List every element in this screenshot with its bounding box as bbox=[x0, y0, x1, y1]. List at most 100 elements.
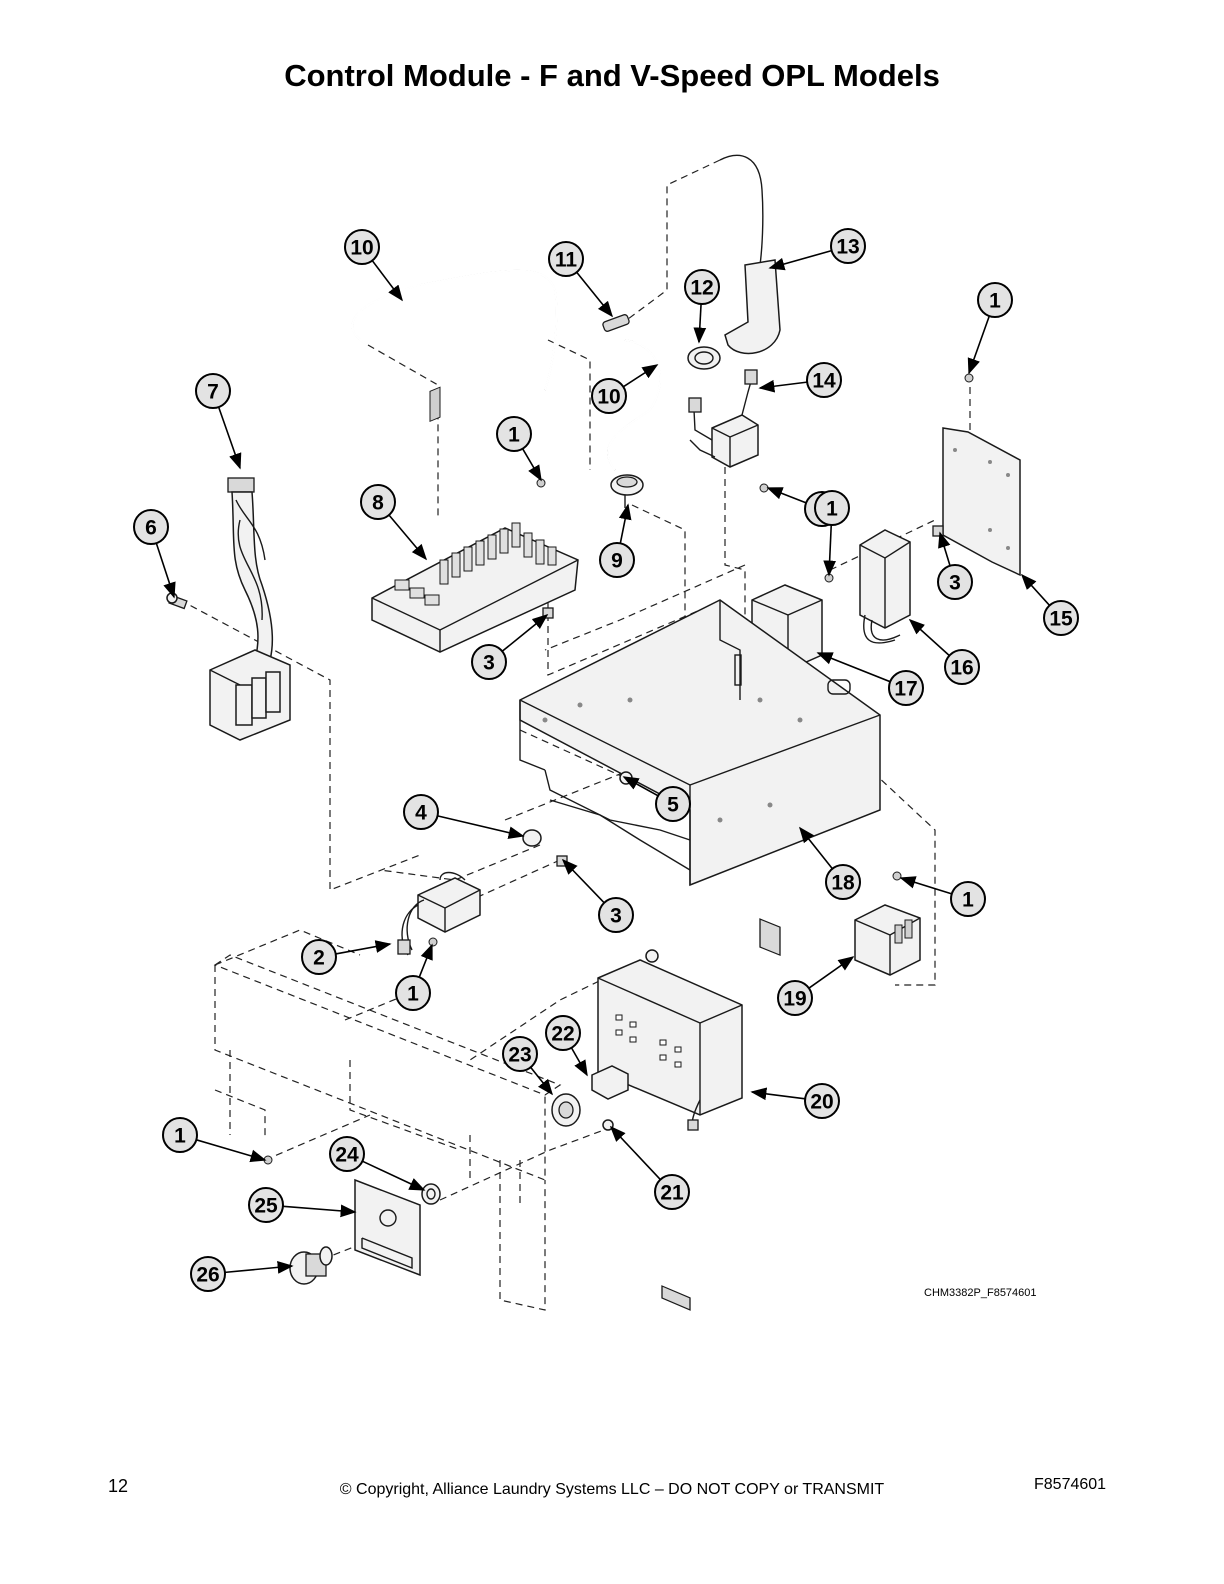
callout-12: 12 bbox=[684, 269, 720, 344]
callout-arrow bbox=[750, 1087, 806, 1101]
part-9-pressure-switch bbox=[610, 474, 644, 508]
callout-circle bbox=[502, 1036, 538, 1072]
callout-14: 14 bbox=[758, 362, 842, 398]
callout-number: 26 bbox=[196, 1264, 219, 1287]
callout-number: 9 bbox=[611, 550, 623, 573]
copyright-notice: © Copyright, Alliance Laundry Systems LL… bbox=[339, 1481, 885, 1498]
part-23-knob bbox=[551, 1093, 581, 1127]
callout-arrow bbox=[576, 271, 614, 318]
callout-number: 1 bbox=[989, 290, 1001, 313]
callout-number: 23 bbox=[508, 1044, 531, 1067]
callout-arrow bbox=[1020, 573, 1051, 606]
part-7-ribbon-cable bbox=[227, 477, 274, 661]
callout-3: 3 bbox=[561, 858, 634, 933]
part-10-tube-inner bbox=[351, 269, 558, 391]
callout-circle bbox=[195, 373, 231, 409]
callout-number: 22 bbox=[551, 1023, 574, 1046]
callout-arrow bbox=[371, 260, 403, 302]
callout-number: 6 bbox=[145, 517, 157, 540]
callout-arrow bbox=[899, 876, 953, 895]
callout-number: 10 bbox=[350, 237, 373, 260]
callout-19: 19 bbox=[777, 956, 855, 1016]
callout-circle bbox=[248, 1187, 284, 1223]
part-10-tube bbox=[351, 269, 558, 391]
part-15-mounting-plate bbox=[942, 427, 1021, 577]
callout-circle bbox=[806, 362, 842, 398]
callout-circle bbox=[545, 1015, 581, 1051]
callout-4: 4 bbox=[403, 794, 525, 839]
callout-arrow bbox=[155, 542, 176, 599]
callout-layer: 1011121311471018169311531617451813211922… bbox=[133, 228, 1079, 1292]
callout-arrow bbox=[693, 303, 707, 344]
callout-circle bbox=[598, 897, 634, 933]
part-25-bracket bbox=[354, 1178, 421, 1277]
callout-number: 1 bbox=[407, 983, 419, 1006]
callout-circle bbox=[655, 786, 691, 822]
document-number: F8574601 bbox=[1034, 1476, 1107, 1493]
callout-10: 10 bbox=[591, 364, 659, 414]
callout-arrow bbox=[282, 1204, 357, 1218]
callout-circle bbox=[1043, 600, 1079, 636]
callout-18: 18 bbox=[799, 826, 861, 900]
callout-1: 1 bbox=[967, 282, 1013, 375]
callout-circle bbox=[599, 542, 635, 578]
part-19-transformer bbox=[854, 904, 921, 976]
callout-2: 2 bbox=[301, 939, 392, 975]
callout-21: 21 bbox=[609, 1125, 690, 1210]
callout-arrow bbox=[823, 524, 837, 577]
callout-arrow bbox=[908, 618, 950, 657]
part-13-hose bbox=[719, 154, 764, 266]
callout-arrow bbox=[768, 249, 832, 271]
callout-arrow bbox=[570, 1047, 588, 1077]
callout-number: 16 bbox=[950, 657, 973, 680]
callout-arrow bbox=[362, 1160, 426, 1191]
callout-number: 3 bbox=[483, 652, 495, 675]
callout-circle bbox=[814, 490, 850, 526]
callout-15: 15 bbox=[1020, 573, 1079, 636]
callout-9: 9 bbox=[599, 503, 635, 578]
callout-circle bbox=[395, 975, 431, 1011]
callout-arrow bbox=[335, 940, 392, 955]
callout-arrow bbox=[437, 815, 525, 839]
callout-25: 25 bbox=[248, 1187, 357, 1223]
callout-arrow bbox=[766, 487, 807, 504]
part-13-hose-body bbox=[724, 259, 781, 355]
part-12-clamp bbox=[687, 346, 721, 370]
callout-circle bbox=[190, 1256, 226, 1292]
callout-circle bbox=[471, 644, 507, 680]
callout-arrow bbox=[561, 858, 605, 904]
callout-circle bbox=[825, 864, 861, 900]
part-10b-tube-inner bbox=[607, 339, 662, 471]
callout-arrow bbox=[967, 315, 991, 375]
callout-number: 12 bbox=[690, 277, 713, 300]
callout-number: 20 bbox=[810, 1091, 833, 1114]
callout-number: 18 bbox=[831, 872, 855, 895]
callout-arrow bbox=[521, 448, 542, 482]
callout-5: 5 bbox=[622, 776, 691, 822]
callout-arrow bbox=[808, 956, 855, 989]
part-3-clip-b bbox=[556, 855, 568, 867]
callout-arrow bbox=[622, 776, 659, 797]
callout-arrow bbox=[618, 503, 632, 544]
part-4-grommet bbox=[522, 829, 542, 847]
part-3-clip-c bbox=[932, 525, 944, 537]
callout-number: 19 bbox=[783, 988, 806, 1011]
callout-number: 14 bbox=[812, 370, 836, 393]
part-18-chassis bbox=[519, 599, 881, 887]
callout-20: 20 bbox=[750, 1083, 840, 1119]
callout-26: 26 bbox=[190, 1256, 294, 1292]
callout-circle bbox=[591, 378, 627, 414]
callout-circle bbox=[684, 269, 720, 305]
callout-number: 1 bbox=[826, 498, 838, 521]
callout-1: 1 bbox=[814, 490, 850, 577]
callout-number: 1 bbox=[174, 1125, 186, 1148]
callout-arrow bbox=[622, 364, 659, 388]
callout-arrow bbox=[217, 406, 242, 470]
callout-number: 11 bbox=[555, 249, 578, 272]
callout-circle bbox=[301, 939, 337, 975]
callout-7: 7 bbox=[195, 373, 242, 470]
callout-16: 16 bbox=[908, 618, 980, 685]
part-14-transformer bbox=[688, 369, 759, 468]
callout-arrow bbox=[501, 613, 549, 652]
